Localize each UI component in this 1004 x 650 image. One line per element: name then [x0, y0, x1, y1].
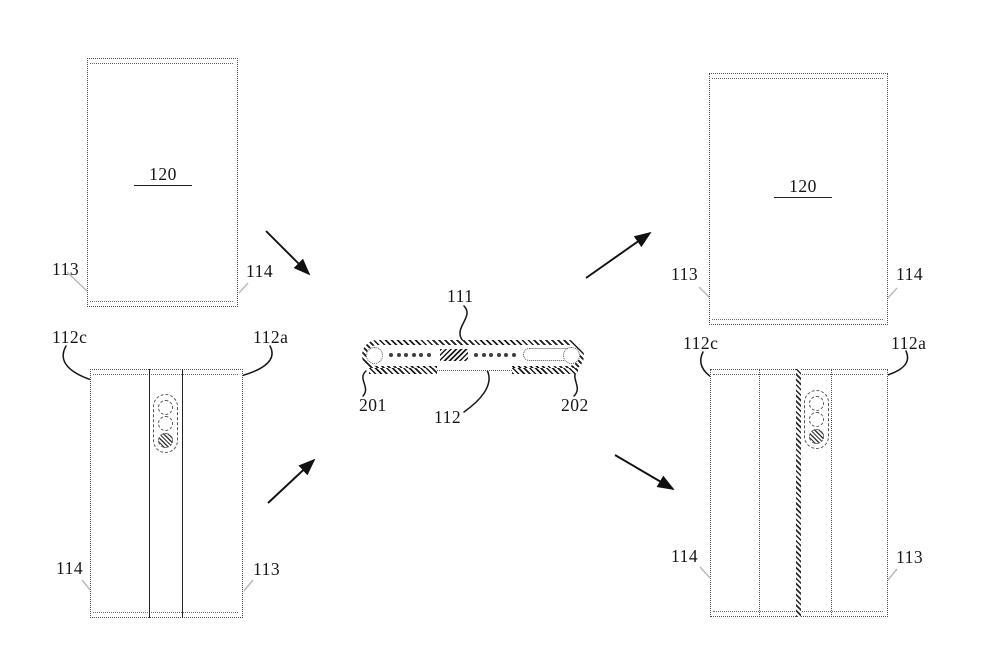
speaker-hole [504, 353, 508, 357]
speaker-hole [426, 353, 431, 357]
label-display-120: 120 [774, 177, 832, 199]
slider-rail-left [369, 368, 437, 374]
label-segment-112c: 112c [683, 333, 719, 353]
arrow-unfold-bottom-right [614, 454, 675, 490]
front-view-unfolded-outline [709, 73, 888, 325]
label-segment-112a: 112a [253, 327, 289, 347]
speaker-hole [419, 353, 423, 357]
segment-divider-line [831, 369, 832, 617]
speaker-hole [481, 353, 486, 357]
speaker-holes-right [474, 353, 516, 357]
leader-114-top-left [238, 282, 249, 294]
leader-114-bottom-right [699, 566, 711, 579]
connector-port [440, 349, 468, 361]
camera-lens-icon [158, 416, 173, 431]
camera-lens-icon [809, 412, 824, 427]
label-edge-114: 114 [246, 261, 274, 281]
hinge-barrel-right [563, 347, 580, 364]
slider-rail-right [512, 368, 578, 374]
label-display-120: 120 [134, 165, 192, 187]
arrow-fold-bottom-left [267, 458, 316, 504]
speaker-hole [396, 353, 401, 357]
camera-lens-icon [809, 395, 824, 411]
speaker-hole [489, 353, 493, 357]
camera-flash-icon [809, 428, 824, 444]
label-segment-112c: 112c [52, 327, 88, 347]
screen-edge-inner-bottom [90, 301, 233, 302]
leader-112-side-view [463, 369, 490, 413]
label-slider-112: 112 [434, 407, 462, 427]
label-edge-114: 114 [671, 546, 699, 566]
screen-edge-inner-top [90, 63, 233, 64]
device-side-view [362, 340, 584, 371]
speaker-hole [404, 353, 408, 357]
speaker-hole [496, 353, 501, 357]
segment-divider-line [759, 369, 760, 617]
speaker-hole [411, 353, 416, 357]
camera-lens-icon [158, 399, 173, 415]
label-top-edge-111: 111 [447, 286, 474, 306]
hinge-fold-line [796, 369, 801, 617]
screen-edge-inner-top [712, 78, 883, 79]
camera-strip-folded [149, 369, 183, 618]
camera-module [153, 394, 178, 453]
front-view-folded-outline [87, 58, 238, 307]
label-edge-113: 113 [671, 264, 699, 284]
label-hinge-202: 202 [561, 395, 589, 415]
hinge-barrel-left [366, 347, 383, 364]
arrow-unfold-top-right [585, 231, 652, 279]
camera-flash-icon [158, 432, 173, 448]
leader-114-top-right [887, 287, 898, 299]
speaker-hole [474, 353, 478, 357]
label-edge-114: 114 [896, 264, 924, 284]
speaker-hole [389, 353, 393, 357]
slider-step-edge [437, 364, 512, 371]
label-edge-114: 114 [56, 558, 84, 578]
label-edge-113: 113 [52, 259, 80, 279]
leader-113-bottom-left [243, 579, 254, 592]
housing-edge-inner-bottom [93, 612, 238, 613]
leader-111-side-view [459, 305, 468, 342]
label-edge-113: 113 [896, 547, 924, 567]
speaker-hole [511, 353, 516, 357]
leader-113-bottom-right [887, 568, 898, 581]
screen-edge-inner-bottom [712, 319, 883, 320]
camera-module [804, 390, 829, 449]
label-hinge-201: 201 [359, 395, 387, 415]
housing-edge-inner-top [93, 374, 238, 375]
leader-201-side-view [362, 370, 367, 397]
speaker-holes-left [389, 353, 431, 357]
label-edge-113: 113 [253, 559, 281, 579]
label-segment-112a: 112a [891, 333, 927, 353]
